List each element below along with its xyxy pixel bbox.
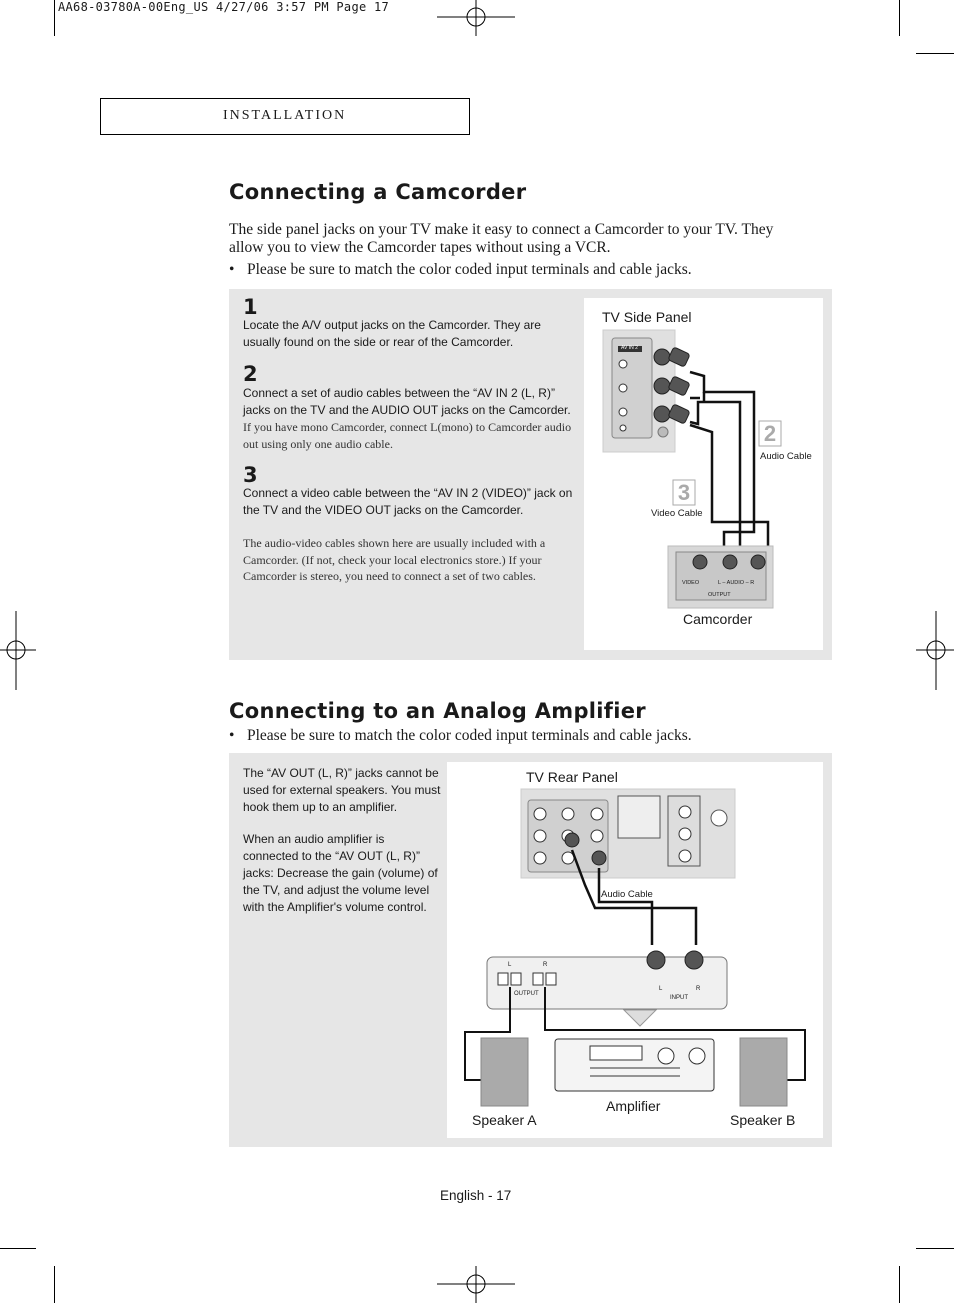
video-cable-label: Video Cable xyxy=(651,508,703,519)
print-header: AA68-03780A-00Eng_US 4/27/06 3:57 PM Pag… xyxy=(58,0,390,14)
tv-side-panel-label: TV Side Panel xyxy=(602,309,692,325)
section-label-box: INSTALLATION xyxy=(100,98,470,135)
amplifier-label: Amplifier xyxy=(606,1098,661,1114)
amplifier-text-1: The “AV OUT (L, R)” jacks cannot be used… xyxy=(243,766,441,814)
camcorder-intro: The side panel jacks on your TV make it … xyxy=(229,221,774,256)
amplifier-bullet: Please be sure to match the color coded … xyxy=(247,727,692,744)
amplifier-title: Connecting to an Analog Amplifier xyxy=(229,699,646,723)
speaker-b-label: Speaker B xyxy=(730,1112,796,1128)
page-footer: English - 17 xyxy=(440,1188,512,1203)
crop-mark xyxy=(54,1266,55,1303)
in-l-label: L xyxy=(659,986,663,992)
video-cable-number: 3 xyxy=(677,480,691,505)
jack-audio-label: L – AUDIO – R xyxy=(718,580,755,586)
step-2-text: Connect a set of audio cables between th… xyxy=(243,386,571,417)
output-label: OUTPUT xyxy=(514,991,539,997)
camcorder-footnote: The audio-video cables shown here are us… xyxy=(243,536,546,583)
in-r-label: R xyxy=(696,986,701,992)
jack-video-label: VIDEO xyxy=(682,580,700,586)
av-in-label: AV IN 2 xyxy=(621,345,638,351)
out-r-label: R xyxy=(543,962,548,968)
out-l-label: L xyxy=(508,962,512,968)
jack-output-label: OUTPUT xyxy=(708,592,731,598)
audio-cable-label: Audio Cable xyxy=(760,451,812,462)
step-1-text: Locate the A/V output jacks on the Camco… xyxy=(243,318,541,349)
crop-mark xyxy=(916,53,954,54)
section-label: INSTALLATION xyxy=(223,108,347,123)
tv-rear-panel-label: TV Rear Panel xyxy=(526,769,618,785)
crop-mark xyxy=(899,1266,900,1303)
camcorder-title: Connecting a Camcorder xyxy=(229,180,527,204)
crop-mark xyxy=(899,0,900,36)
amplifier-bullet-dot: • xyxy=(229,727,235,744)
step-2-number: 2 xyxy=(243,362,258,386)
speaker-a-label: Speaker A xyxy=(472,1112,537,1128)
step-3-text: Connect a video cable between the “AV IN… xyxy=(243,486,573,517)
crop-mark xyxy=(54,0,55,36)
step-2-note: If you have mono Camcorder, connect L(mo… xyxy=(243,420,572,451)
step-3-number: 3 xyxy=(243,463,258,487)
camcorder-bullet: Please be sure to match the color coded … xyxy=(247,261,692,278)
amplifier-text-2: When an audio amplifier is connected to … xyxy=(243,832,438,914)
crop-mark xyxy=(0,1248,36,1249)
camcorder-bullet-dot: • xyxy=(229,261,235,278)
step-1-number: 1 xyxy=(243,295,258,319)
crop-mark xyxy=(916,1248,954,1249)
audio-cable-number: 2 xyxy=(763,421,777,446)
input-label: INPUT xyxy=(670,995,688,1001)
camcorder-label: Camcorder xyxy=(683,611,753,627)
amp-audio-cable-label: Audio Cable xyxy=(601,889,653,900)
